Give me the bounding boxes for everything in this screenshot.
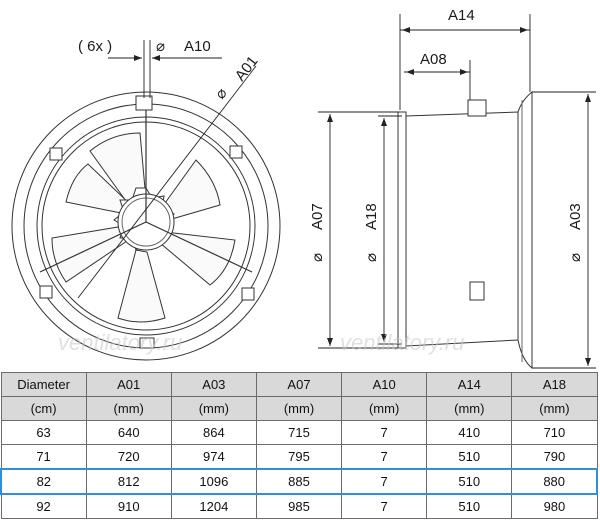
outer-flange-ring <box>11 91 281 361</box>
side-bracket-top <box>467 99 487 117</box>
table-cell: 410 <box>426 420 513 445</box>
side-dimension-lines <box>318 14 596 369</box>
table-cell: (mm) <box>511 396 598 421</box>
table-cell: 7 <box>341 420 428 445</box>
table-cell: Diameter <box>0 372 87 397</box>
fan-blades <box>51 132 236 323</box>
table-cell: (mm) <box>85 396 172 421</box>
side-inlet-bell <box>517 90 533 370</box>
side-dimension-arrows <box>327 27 591 366</box>
a07-diameter-symbol: ⌀ <box>309 253 326 262</box>
table-cell: 1096 <box>170 468 257 495</box>
table-cell: (mm) <box>170 396 257 421</box>
table-cell: 985 <box>255 493 343 519</box>
table-cell: 910 <box>85 493 172 519</box>
fan-technical-drawing: ( 6x ) ⌀ A10 ⌀ A01 <box>11 7 596 370</box>
table-cell: (cm) <box>0 396 87 421</box>
table-cell: 880 <box>511 468 599 495</box>
table-cell: 7 <box>341 468 428 495</box>
side-view <box>397 90 533 370</box>
table-cell: 7 <box>341 444 428 470</box>
table-cell: 980 <box>511 493 598 519</box>
table-cell: 1204 <box>170 493 257 519</box>
front-dimension-lines <box>77 40 257 299</box>
a08-dim-label: A08 <box>420 51 447 68</box>
side-bracket-bottom <box>469 281 485 301</box>
table-cell: (mm) <box>426 396 513 421</box>
table-cell: 63 <box>0 420 87 445</box>
a03-diameter-symbol: ⌀ <box>567 253 584 262</box>
table-cell: A07 <box>255 372 343 397</box>
table-cell: 864 <box>170 420 257 445</box>
table-cell: 885 <box>255 468 343 495</box>
table-cell: 795 <box>255 444 343 470</box>
watermark-left: ventilatory.ru <box>58 330 182 355</box>
a18-diameter-symbol: ⌀ <box>363 253 380 262</box>
table-cell: 92 <box>0 493 87 519</box>
table-cell: A01 <box>85 372 172 397</box>
front-view <box>11 40 281 361</box>
table-cell: 710 <box>511 420 598 445</box>
a10-dim-label: A10 <box>184 38 211 55</box>
table-cell: A03 <box>170 372 257 397</box>
bracket-count-label: ( 6x ) <box>78 38 112 55</box>
table-cell: 715 <box>255 420 343 445</box>
table-cell: 790 <box>511 444 598 470</box>
table-cell: 71 <box>0 444 87 470</box>
a01-dim-label: A01 <box>232 53 262 85</box>
table-cell: 510 <box>426 468 513 495</box>
table-cell: (mm) <box>255 396 343 421</box>
table-cell: (mm) <box>341 396 428 421</box>
table-cell: A14 <box>426 372 513 397</box>
side-housing <box>405 111 519 347</box>
table-cell: 720 <box>85 444 172 470</box>
table-cell: 974 <box>170 444 257 470</box>
support-struts <box>39 102 253 273</box>
watermark-right: ventilatory.ru <box>340 330 464 355</box>
mounting-brackets <box>39 95 255 349</box>
table-cell: A10 <box>341 372 428 397</box>
a07-dim-label: A07 <box>309 203 326 230</box>
a01-diameter-symbol: ⌀ <box>212 85 231 103</box>
table-units-row: (cm)(mm)(mm)(mm)(mm)(mm)(mm) <box>0 396 598 421</box>
table-cell: 7 <box>341 493 428 519</box>
table-cell: A18 <box>511 372 598 397</box>
table-cell: 82 <box>0 468 87 495</box>
table-cell: 510 <box>426 493 513 519</box>
table-cell: 510 <box>426 444 513 470</box>
a14-dim-label: A14 <box>448 7 475 24</box>
table-cell: 812 <box>85 468 172 495</box>
a18-dim-label: A18 <box>363 203 380 230</box>
table-cell: 640 <box>85 420 172 445</box>
side-flange <box>397 111 407 349</box>
a03-dim-label: A03 <box>567 203 584 230</box>
a10-diameter-symbol: ⌀ <box>156 38 165 55</box>
